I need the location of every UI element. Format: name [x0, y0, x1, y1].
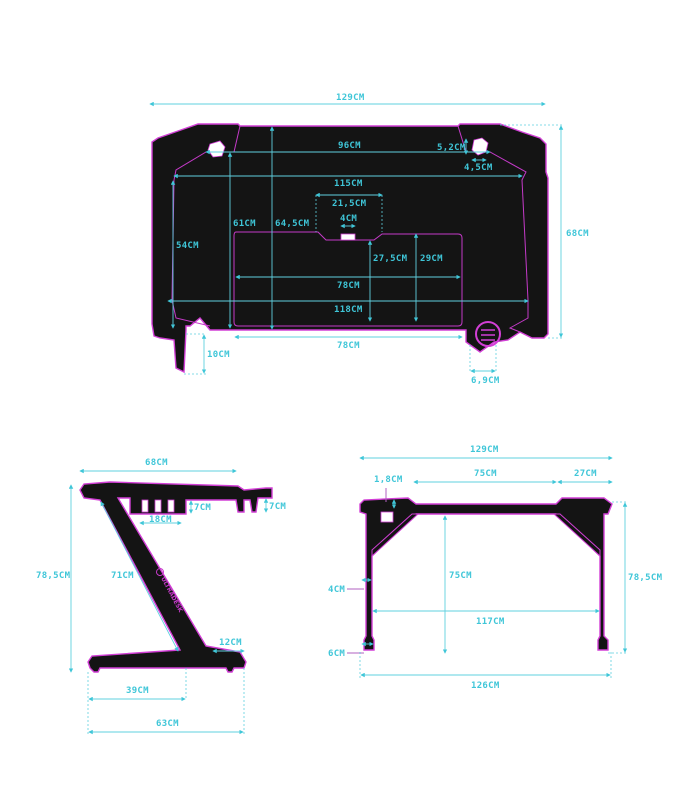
side-view: ULTRADESK 68CM 7CM 7CM 18CM 78,5CM 71CM … [36, 458, 286, 735]
dim-front-overall-width: 129CM [470, 445, 499, 455]
dim-shelf-width: 18CM [149, 515, 172, 525]
dim-bottom-78: 78CM [337, 341, 360, 351]
dim-front-total-height: 78,5CM [628, 573, 663, 583]
dim-mousepad-width: 78CM [337, 281, 360, 291]
dim-foot-offset: 12CM [219, 638, 242, 648]
slot-opening [340, 233, 356, 241]
dim-hole-width: 4,5CM [464, 163, 493, 173]
dim-width-118: 118CM [334, 305, 363, 315]
dim-base-width: 126CM [471, 681, 500, 691]
dim-middle-width: 75CM [474, 469, 497, 479]
dim-wing-width: 27CM [574, 469, 597, 479]
desk-top-surface [151, 123, 549, 374]
front-desk-frame [359, 497, 613, 651]
dim-mousepad-27-5: 27,5CM [373, 254, 408, 264]
dim-notch-width: 21,5CM [332, 199, 367, 209]
dim-base-63: 63CM [156, 719, 179, 729]
dim-depth-64-5: 64,5CM [275, 219, 310, 229]
dim-shelf-height-right: 7CM [269, 502, 286, 512]
dim-foot-width: 6CM [328, 649, 345, 659]
cable-coil-icon [475, 321, 501, 347]
dim-hole-height: 5,2CM [437, 143, 466, 153]
dim-leg-length: 71CM [111, 571, 134, 581]
dim-depth-54: 54CM [176, 241, 199, 251]
dim-width-115: 115CM [334, 179, 363, 189]
dim-shelf-height-left: 7CM [194, 503, 211, 513]
dim-top-overall-width: 129CM [336, 93, 365, 103]
dim-side-top-length: 68CM [145, 458, 168, 468]
dim-thickness: 1,8CM [374, 475, 403, 485]
side-desk-frame [79, 481, 273, 673]
dim-hook-6-9: 6,9CM [471, 376, 500, 386]
dim-leg-10: 10CM [207, 350, 230, 360]
dim-under-height: 75CM [449, 571, 472, 581]
dim-leg-width: 4CM [328, 585, 345, 595]
dim-top-overall-depth: 68CM [566, 229, 589, 239]
top-view: 129CM 68CM 96CM 5,2CM 4,5CM 115CM 21,5CM… [149, 93, 589, 386]
dim-mousepad-29: 29CM [420, 254, 443, 264]
dim-base-39: 39CM [126, 686, 149, 696]
front-view: 129CM 75CM 27CM 1,8CM 75CM 78,5CM 4CM 11… [328, 445, 663, 691]
dim-side-total-height: 78,5CM [36, 571, 71, 581]
dim-leg-spacing: 117CM [476, 617, 505, 627]
dim-notch-slot: 4CM [340, 214, 357, 224]
dim-depth-61: 61CM [233, 219, 256, 229]
dim-inner-width: 96CM [338, 141, 361, 151]
